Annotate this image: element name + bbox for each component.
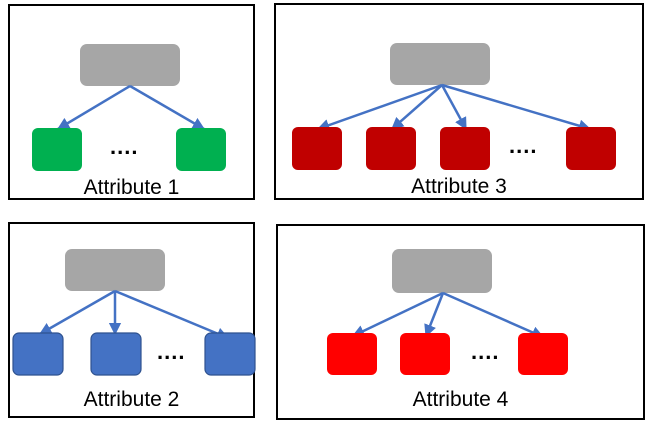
edge-arrow: [440, 84, 468, 131]
child-node: [204, 332, 256, 376]
panel-caption: Attribute 2: [83, 388, 180, 411]
edge-arrow: [129, 84, 206, 131]
attribute-2-tree: [12, 249, 256, 376]
attribute-4-panel: .... Attribute 4: [276, 224, 645, 420]
edge-arrow: [424, 292, 445, 338]
attribute-1-panel: .... Attribute 1: [8, 4, 255, 200]
root-node: [65, 249, 165, 291]
ellipsis: ....: [157, 339, 186, 364]
attribute-3-tree: [292, 43, 616, 170]
edge-arrow: [391, 84, 443, 130]
attribute-4-tree: [327, 249, 568, 375]
panel-caption: Attribute 4: [412, 388, 509, 411]
ellipsis: ....: [110, 134, 139, 159]
child-node: [327, 333, 377, 375]
child-node: [518, 333, 568, 375]
edge-arrow: [441, 83, 592, 132]
child-node: [32, 128, 82, 171]
child-node: [292, 127, 342, 170]
child-node: [176, 128, 226, 171]
panel-caption: Attribute 3: [411, 175, 507, 198]
ellipsis: ....: [471, 339, 500, 364]
edge-arrow: [38, 289, 116, 336]
edge-arrow: [442, 291, 545, 339]
edge-arrow: [316, 83, 443, 132]
edge-arrow: [114, 289, 230, 340]
child-node: [440, 127, 490, 170]
child-node: [366, 127, 416, 170]
panel-caption: Attribute 1: [83, 176, 180, 199]
root-node: [80, 44, 180, 86]
child-node: [12, 332, 64, 376]
root-node: [392, 249, 492, 293]
edge-arrow: [351, 291, 444, 338]
child-node: [400, 333, 450, 375]
edge-arrow: [56, 84, 131, 131]
child-node: [90, 332, 142, 376]
ellipsis: ....: [509, 133, 538, 158]
attribute-3-panel: .... Attribute 3: [274, 3, 644, 200]
child-node: [566, 127, 616, 170]
root-node: [390, 43, 490, 85]
attribute-1-tree: [32, 44, 226, 171]
attribute-2-panel: .... Attribute 2: [8, 222, 256, 418]
